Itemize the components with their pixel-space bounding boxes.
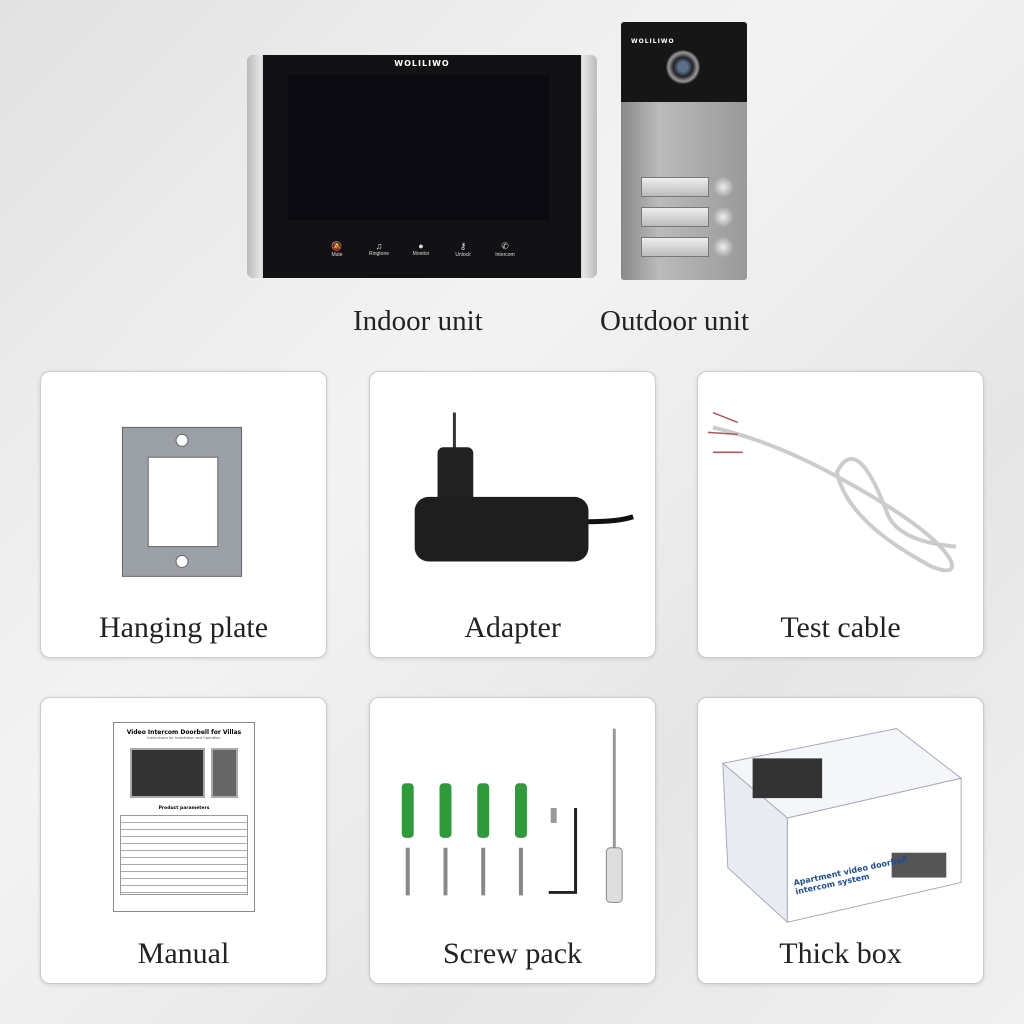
manual-title: Video Intercom Doorbell for Villas	[126, 729, 242, 736]
intercom-button: ✆Intercom	[491, 241, 519, 258]
test-cable-label: Test cable	[780, 611, 901, 644]
ringtone-label: Ringtone	[368, 251, 389, 257]
thick-box-label: Thick box	[779, 937, 902, 970]
manual-image: Video Intercom Doorbell for Villas Instr…	[113, 722, 255, 912]
indoor-unit-caption: Indoor unit	[353, 305, 483, 337]
key-icon: ⚷	[459, 241, 467, 251]
monitor-button: ●Monitor	[407, 241, 435, 258]
card-screw-pack: Screw pack	[369, 697, 656, 984]
card-hanging-plate: Hanging plate	[40, 371, 327, 658]
indoor-brand-logo: WOLILIWO	[394, 59, 450, 68]
hanging-plate-image	[121, 426, 243, 577]
name-slot	[641, 237, 709, 257]
manual-label: Manual	[137, 937, 230, 970]
camera-lens	[666, 50, 700, 84]
call-button	[713, 237, 733, 257]
mute-button: 🔕Mute	[323, 241, 351, 258]
screw-pack-label: Screw pack	[442, 937, 583, 970]
hanging-plate-label: Hanging plate	[98, 611, 269, 644]
test-cable-image	[707, 411, 957, 573]
card-adapter: Adapter	[369, 371, 656, 658]
mute-label: Mute	[331, 252, 343, 258]
manual-subtitle: Instructions for Installation and Operat…	[147, 736, 221, 740]
card-manual: Video Intercom Doorbell for Villas Instr…	[40, 697, 327, 984]
call-button	[713, 177, 733, 197]
indoor-unit: WOLILIWO 🔕Mute ♫Ringtone ●Monitor ⚷Unloc…	[247, 55, 597, 278]
unlock-label: Unlock	[455, 252, 471, 258]
outdoor-brand-logo: WOLILIWO	[631, 38, 675, 45]
adapter-image	[414, 412, 634, 562]
call-button	[713, 207, 733, 227]
adapter-label: Adapter	[464, 611, 561, 644]
name-slot	[641, 177, 709, 197]
person-icon: ●	[418, 241, 424, 251]
name-slot	[641, 207, 709, 227]
thick-box-image	[721, 728, 963, 924]
ringtone-button: ♫Ringtone	[365, 241, 393, 258]
monitor-label: Monitor	[412, 251, 430, 257]
phone-icon: ✆	[501, 241, 509, 251]
outdoor-unit-caption: Outdoor unit	[600, 305, 750, 337]
card-test-cable: Test cable	[697, 371, 984, 658]
card-thick-box: Apartment video doorbell intercom system…	[697, 697, 984, 984]
intercom-label: Intercom	[495, 252, 515, 258]
outdoor-unit: WOLILIWO	[621, 22, 747, 280]
screw-pack-image	[401, 728, 623, 903]
music-note-icon: ♫	[375, 241, 383, 251]
indoor-screen	[288, 75, 549, 220]
unlock-button: ⚷Unlock	[449, 241, 477, 258]
parameters-table	[120, 815, 248, 895]
manual-table-title: Product parameters	[158, 806, 210, 811]
bell-mute-icon: 🔕	[331, 241, 343, 251]
